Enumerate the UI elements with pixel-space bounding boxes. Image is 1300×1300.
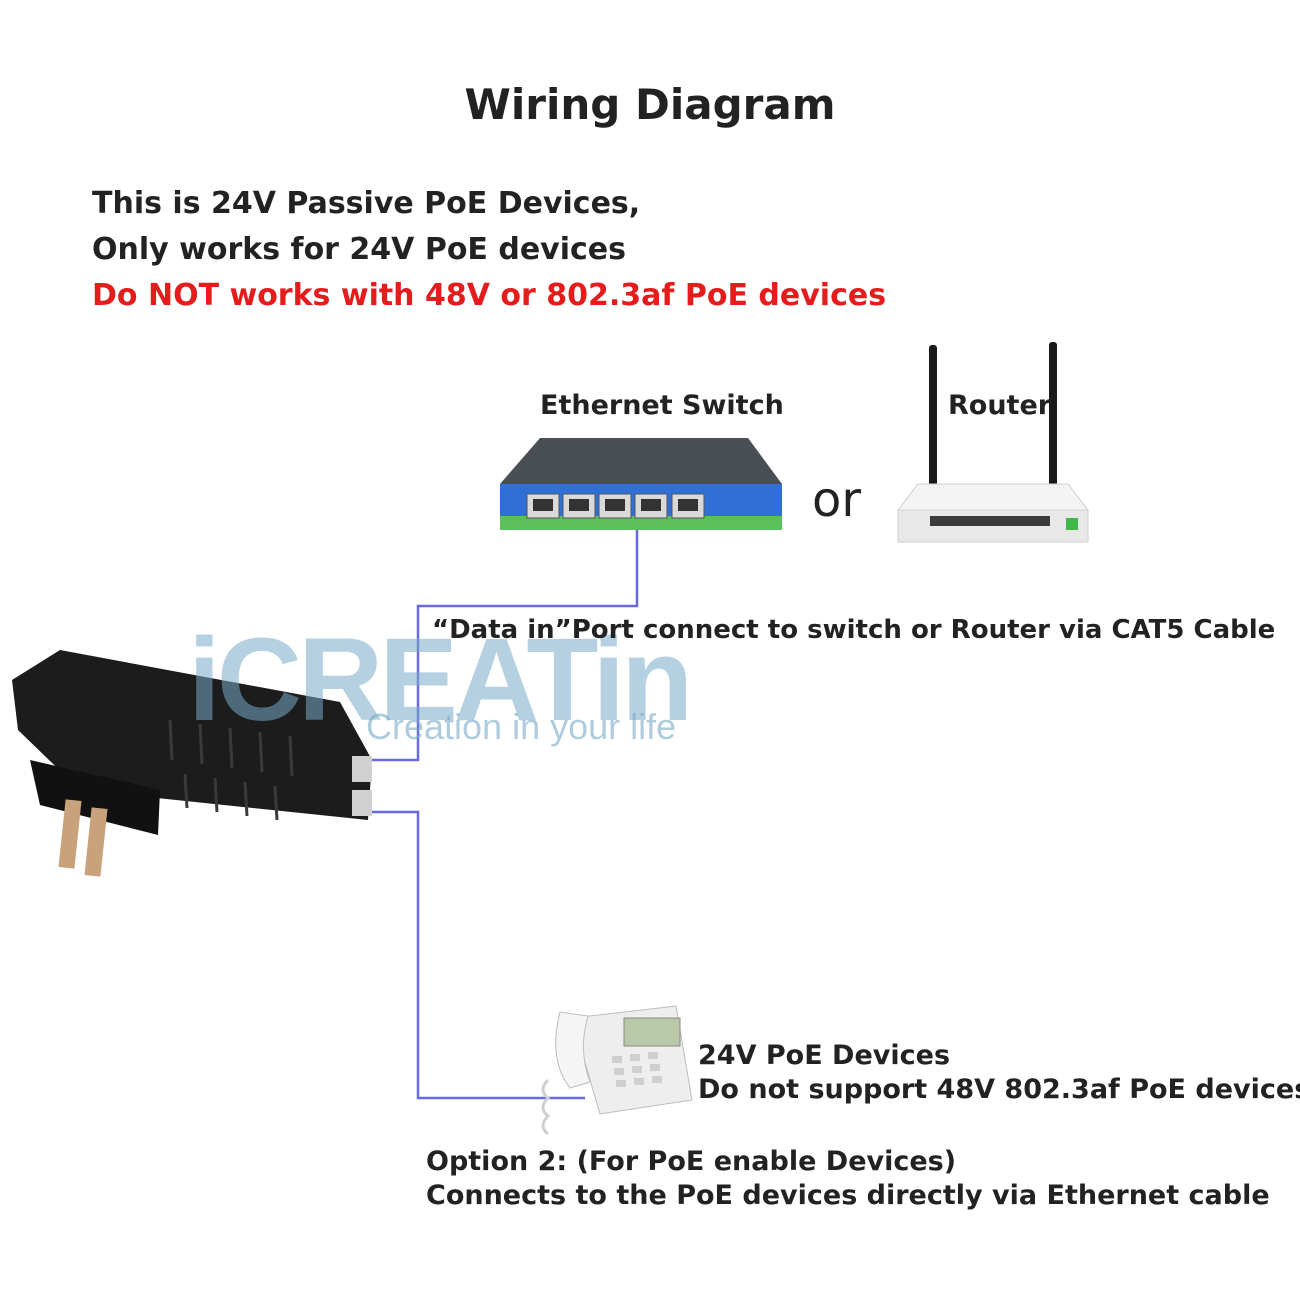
- router-icon: [896, 342, 1090, 543]
- notice-line-1: This is 24V Passive PoE Devices,: [92, 186, 641, 221]
- router-label: Router: [948, 390, 1052, 421]
- option-caption-line-2: Connects to the PoE devices directly via…: [426, 1180, 1270, 1211]
- device-label-line-1: 24V PoE Devices: [698, 1040, 951, 1071]
- ip-phone-icon: [541, 1005, 693, 1136]
- ethernet-switch-icon: [500, 438, 782, 530]
- cable-lines: [372, 528, 639, 1100]
- notice-line-2: Only works for 24V PoE devices: [92, 232, 627, 267]
- or-label: or: [812, 472, 862, 528]
- option-caption-line-1: Option 2: (For PoE enable Devices): [426, 1146, 957, 1177]
- data-in-cable: [372, 528, 639, 762]
- ethernet-switch-label: Ethernet Switch: [540, 390, 784, 421]
- poe-out-cable: [372, 810, 585, 1100]
- poe-adapter-icon: [12, 650, 372, 877]
- warning-line: Do NOT works with 48V or 802.3af PoE dev…: [92, 278, 887, 313]
- watermark-brand: iCREATin: [188, 614, 693, 746]
- watermark-slogan: Creation in your life: [366, 706, 677, 747]
- device-label-line-2: Do not support 48V 802.3af PoE devices!: [698, 1074, 1300, 1105]
- page-title: Wiring Diagram: [464, 80, 836, 129]
- data-in-caption: “Data in”Port connect to switch or Route…: [432, 615, 1276, 645]
